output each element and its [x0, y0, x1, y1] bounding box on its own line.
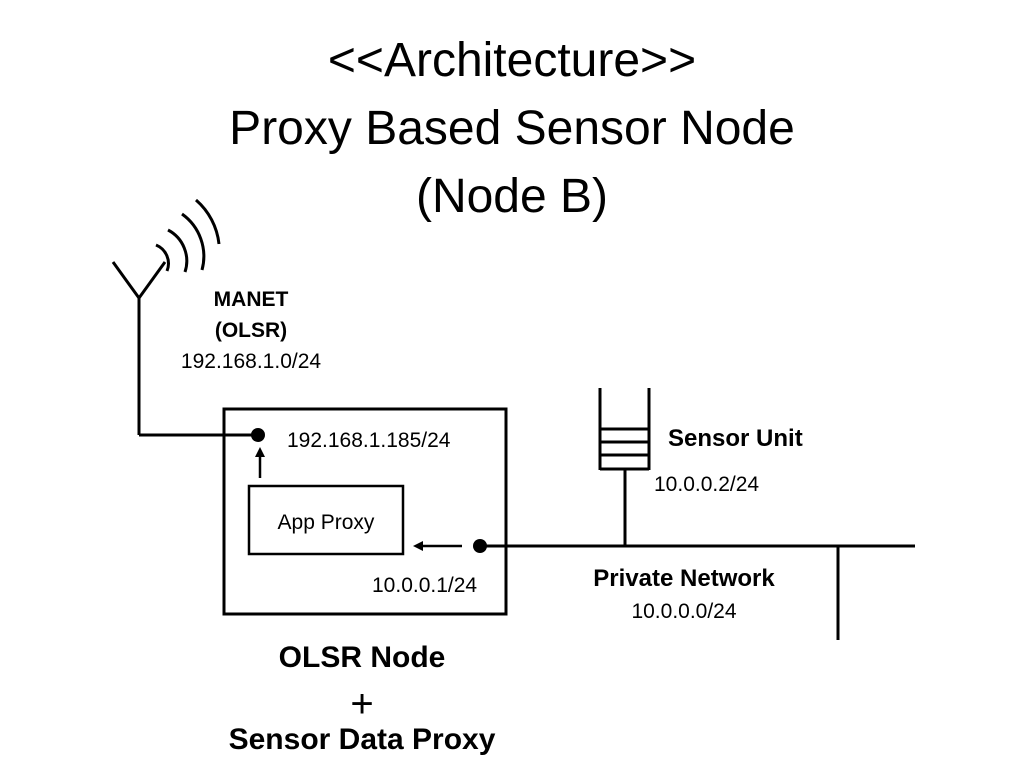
sensor-ip-label: 10.0.0.2/24 [654, 473, 760, 496]
olsr-node-box [222, 407, 508, 616]
caption-plus: + [350, 682, 374, 726]
radio-waves-icon [155, 198, 221, 273]
private-network-subnet-label: 10.0.0.0/24 [631, 600, 737, 623]
app-proxy-box [247, 484, 405, 556]
antenna-icon [111, 261, 167, 435]
diagram-title-line-1: <<Architecture>> [327, 34, 697, 87]
sensor-unit-label: Sensor Unit [668, 425, 803, 452]
manet-interface-dot [251, 428, 265, 442]
app-proxy-label: App Proxy [277, 511, 375, 534]
diagram-title-line-2: Proxy Based Sensor Node [229, 102, 795, 155]
manet-subnet-label: 192.168.1.0/24 [180, 350, 322, 373]
manet-ip-label: 192.168.1.185/24 [287, 429, 451, 452]
diagram-title-line-3: (Node B) [415, 170, 609, 223]
manet-label: MANET [213, 288, 289, 311]
private-ip-label: 10.0.0.1/24 [372, 574, 478, 597]
caption-sensor-data-proxy: Sensor Data Proxy [228, 723, 496, 756]
caption-olsr-node: OLSR Node [278, 641, 446, 674]
manet-protocol-label: (OLSR) [214, 319, 288, 342]
sensor-unit-icon [598, 388, 651, 471]
private-network-label: Private Network [593, 565, 775, 592]
